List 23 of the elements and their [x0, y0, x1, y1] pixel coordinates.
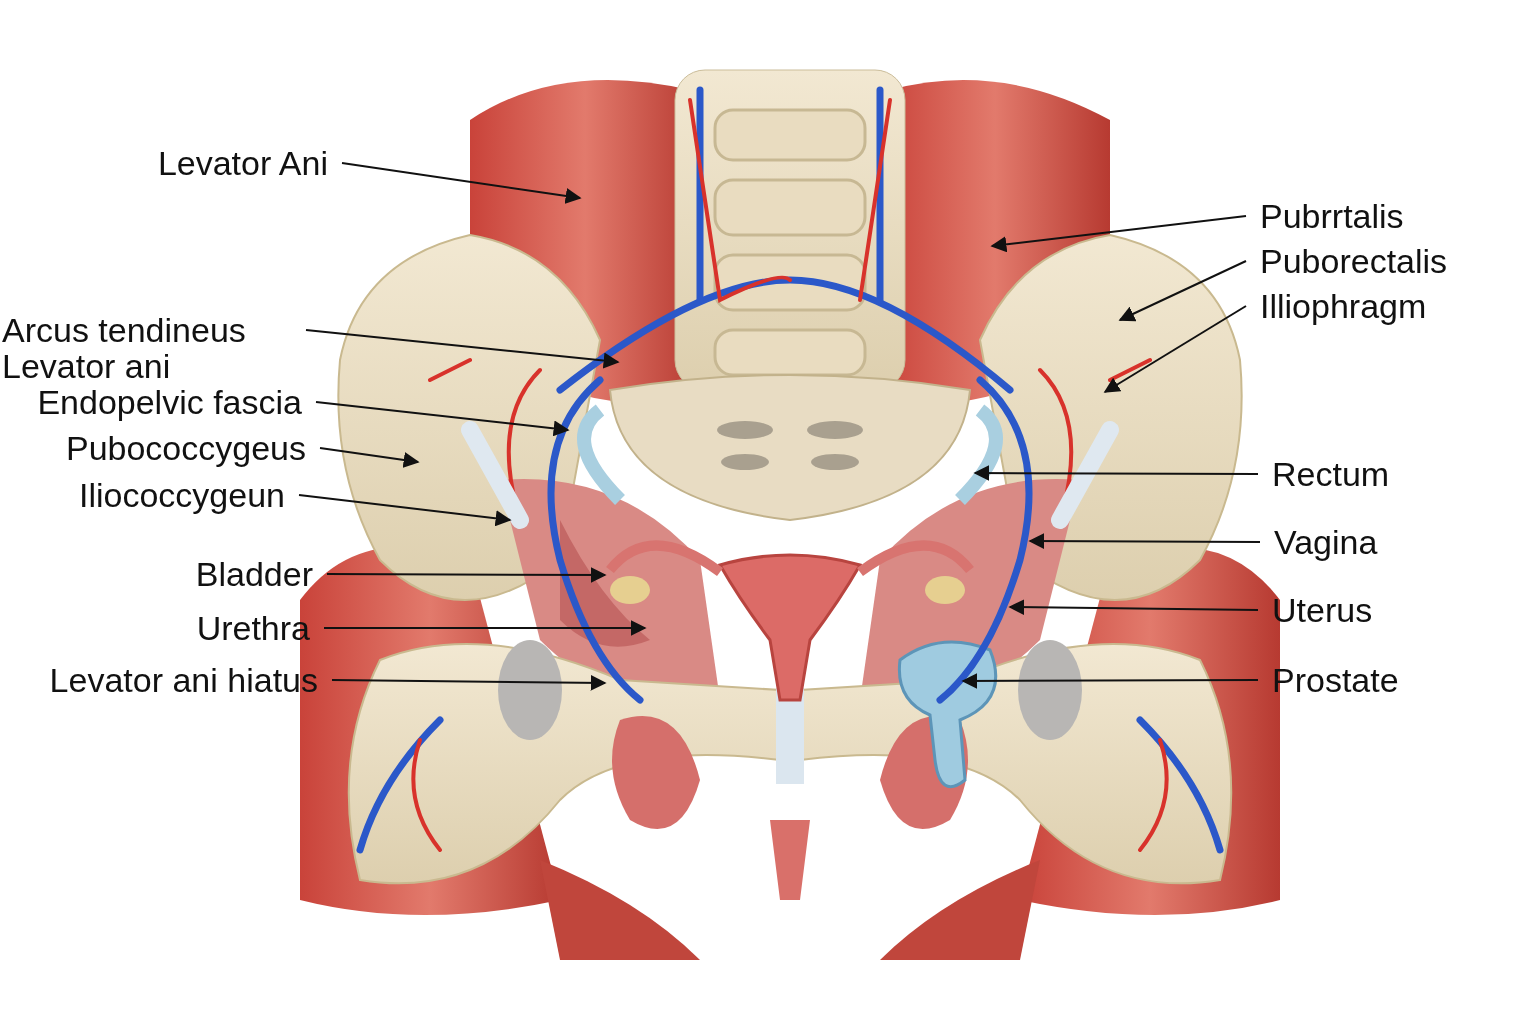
- part-label: Rectum: [1272, 456, 1390, 492]
- part-label: Puborectalis: [1260, 243, 1448, 279]
- part-label: Iliococcygeun: [79, 477, 285, 513]
- leader-line: [341, 162, 582, 204]
- part-label: Arcus tendineus Levator ani: [2, 312, 292, 384]
- leader-line: [298, 494, 512, 527]
- leader-line: [331, 674, 607, 691]
- leader-line: [326, 566, 607, 583]
- part-label: Illiophragm: [1260, 288, 1427, 324]
- part-label: Pubococcygeus: [65, 430, 306, 466]
- leader-line: [1008, 599, 1259, 616]
- leader-line: [323, 620, 647, 636]
- leader-line: [961, 672, 1259, 689]
- leader-line: [1118, 260, 1247, 322]
- leader-line: [973, 465, 1259, 482]
- leader-line: [305, 329, 620, 369]
- leader-line: [990, 215, 1247, 253]
- part-label: Pubrrtalis: [1260, 198, 1404, 234]
- leader-line: [1028, 533, 1261, 550]
- part-label: Bladder: [195, 556, 313, 592]
- part-label: Levator Ani: [157, 145, 328, 181]
- part-label: Vagina: [1274, 524, 1378, 560]
- part-label: Endopelvic fascia: [37, 384, 302, 420]
